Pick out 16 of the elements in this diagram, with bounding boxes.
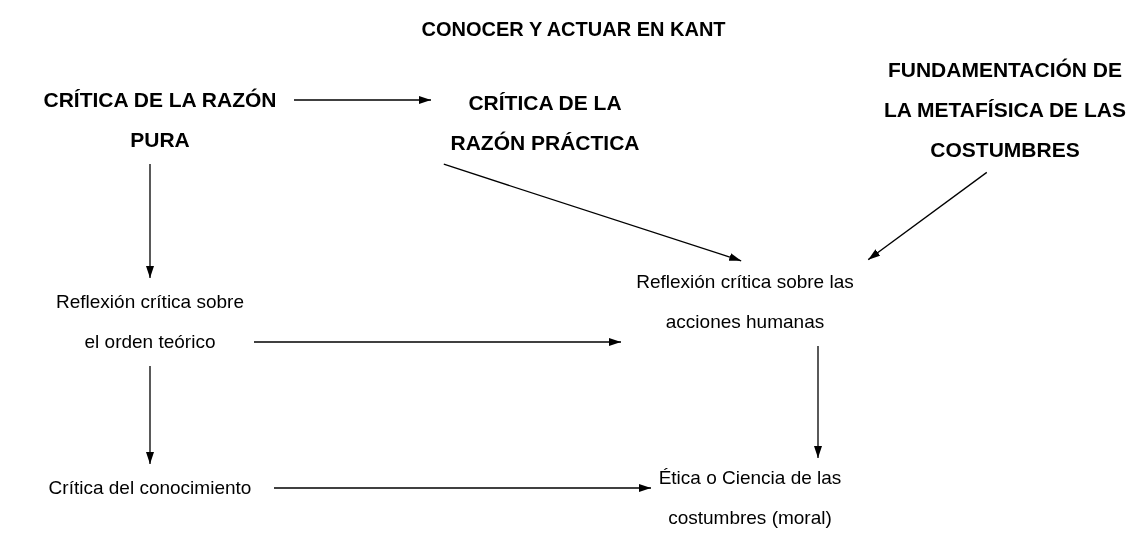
concept-text: Reflexión crítica sobre las acciones humanas bbox=[635, 270, 855, 334]
concept-text: Crítica del conocimiento bbox=[48, 476, 252, 500]
arrow bbox=[867, 171, 988, 261]
concept-text: Reflexión crítica sobre el orden teórico bbox=[55, 290, 245, 354]
arrow bbox=[443, 163, 742, 262]
arrow bbox=[146, 365, 154, 465]
arrow bbox=[253, 338, 622, 346]
arrow bbox=[293, 96, 432, 104]
arrow bbox=[146, 163, 154, 279]
diagram-title: CONOCER Y ACTUAR EN KANT bbox=[421, 18, 726, 41]
heading-text: CRÍTICA DE LA RAZÓN PURA bbox=[42, 87, 278, 153]
arrow bbox=[814, 345, 822, 459]
heading-text: FUNDAMENTACIÓN DE LA METAFÍSICA DE LAS COSTUMBRES bbox=[883, 57, 1127, 163]
heading-text: CRÍTICA DE LA RAZÓN PRÁCTICA bbox=[449, 90, 641, 156]
concept-text: Ética o Ciencia de las costumbres (moral) bbox=[657, 466, 843, 530]
arrow bbox=[273, 484, 652, 492]
